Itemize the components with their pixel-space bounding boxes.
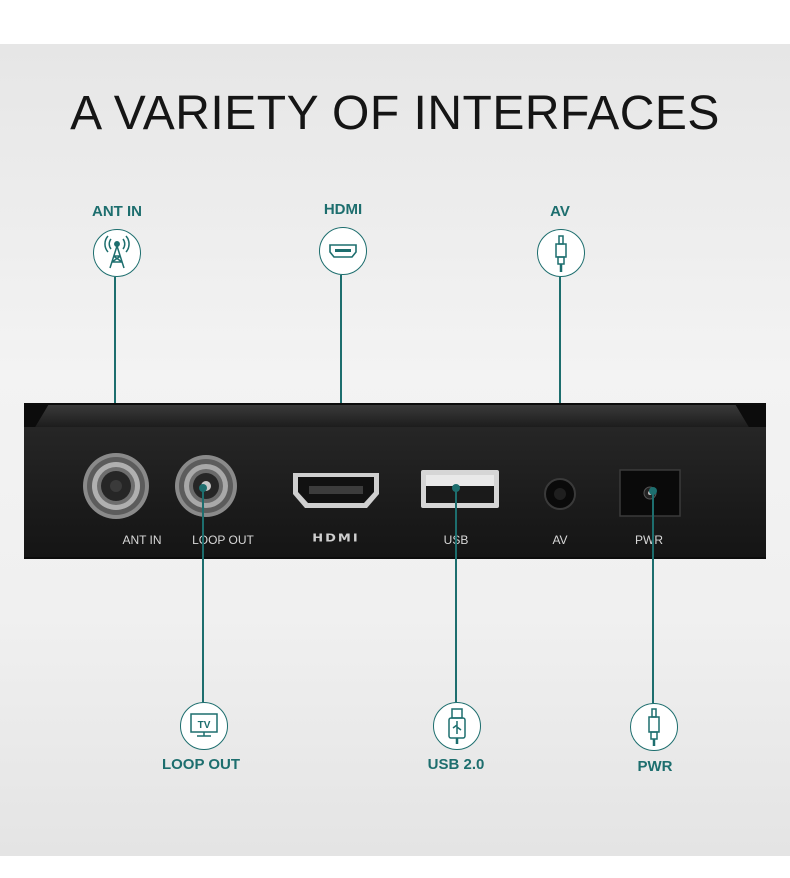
port-label-ant-in: ANT IN xyxy=(122,533,162,547)
callout-label-usb: USB 2.0 xyxy=(427,756,485,773)
callout-label-av: AV xyxy=(550,203,570,220)
callout-line-loop-out xyxy=(202,487,204,702)
page-title: A VARIETY OF INTERFACES xyxy=(70,87,720,140)
port-label-hdmi-logo: HDMI xyxy=(312,532,360,545)
callout-line-pwr xyxy=(652,490,654,703)
callout-line-ant-in xyxy=(114,277,116,474)
hdmi-port-icon xyxy=(319,227,367,275)
callout-label-hdmi: HDMI xyxy=(323,201,363,218)
hdmi-port xyxy=(293,473,379,508)
callout-line-usb xyxy=(455,487,457,702)
tv-icon: TV xyxy=(180,702,228,750)
av-port xyxy=(544,478,576,510)
receiver-top-edge xyxy=(34,405,750,429)
av-jack-icon xyxy=(537,229,585,277)
callout-line-av xyxy=(559,277,561,479)
callout-label-loop-out: LOOP OUT xyxy=(161,756,241,773)
usb-port xyxy=(421,470,499,508)
callout-label-pwr: PWR xyxy=(637,758,673,775)
port-label-pwr: PWR xyxy=(635,533,663,547)
usb-icon xyxy=(433,702,481,750)
loop-out-connector xyxy=(175,455,237,517)
callout-line-hdmi xyxy=(340,275,342,489)
power-plug-icon xyxy=(630,703,678,751)
port-label-loop-out: LOOP OUT xyxy=(192,533,254,547)
antenna-icon xyxy=(93,229,141,277)
callout-label-ant-in: ANT IN xyxy=(92,203,142,220)
ant-in-connector xyxy=(83,453,149,519)
port-label-av: AV xyxy=(552,533,568,547)
tv-icon-text: TV xyxy=(198,720,211,731)
